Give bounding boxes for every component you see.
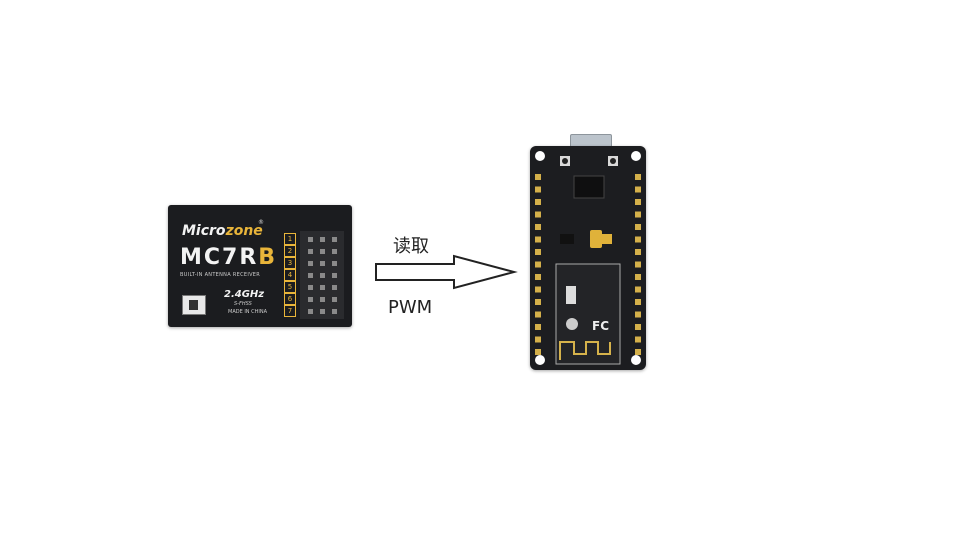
board-pin xyxy=(535,274,541,280)
header-pin xyxy=(332,237,337,242)
bind-button xyxy=(182,295,206,315)
board-pin xyxy=(635,249,641,255)
board-pin xyxy=(535,211,541,218)
registered-mark: ® xyxy=(258,219,264,226)
header-pin xyxy=(308,261,313,266)
header-pin xyxy=(320,273,325,278)
header-pin xyxy=(332,309,337,314)
board-pin xyxy=(635,286,641,293)
board-pin xyxy=(635,261,641,268)
header-pin xyxy=(332,249,337,254)
board-pin xyxy=(535,249,541,255)
board-pin xyxy=(535,286,541,293)
header-pin xyxy=(308,273,313,278)
board-pin xyxy=(635,299,641,305)
board-pin xyxy=(635,224,641,230)
board-pin xyxy=(535,261,541,268)
channel-label: 5 xyxy=(284,281,296,293)
header-pin xyxy=(320,297,325,302)
rc-receiver: Microzone ® MC7RB BUILT-IN ANTENNA RECEI… xyxy=(168,205,352,327)
header-pin xyxy=(320,237,325,242)
board-pin xyxy=(635,236,641,243)
board-pin xyxy=(535,336,541,343)
nodemcu-board: FC xyxy=(530,146,646,370)
board-pin xyxy=(635,311,641,318)
channel-label: 2 xyxy=(284,245,296,257)
board-pin xyxy=(635,174,641,180)
header-pin xyxy=(320,309,325,314)
header-pin xyxy=(332,273,337,278)
receiver-frequency: 2.4GHz xyxy=(224,289,265,300)
arrow-label-bottom: PWM xyxy=(388,297,433,318)
header-pin xyxy=(308,309,313,314)
board-pin xyxy=(635,274,641,280)
header-pin xyxy=(320,285,325,290)
board-pin xyxy=(535,199,541,205)
header-pin xyxy=(308,285,313,290)
receiver-origin: MADE IN CHINA xyxy=(228,309,268,315)
board-pin xyxy=(635,349,641,355)
header-pin xyxy=(332,297,337,302)
header-pin xyxy=(320,261,325,266)
receiver-subtitle: BUILT-IN ANTENNA RECEIVER xyxy=(180,272,261,278)
header-pin xyxy=(332,261,337,266)
board-pin xyxy=(535,224,541,230)
board-pin xyxy=(535,311,541,318)
channel-label: 3 xyxy=(284,257,296,269)
board-graphics: FC xyxy=(535,151,641,365)
header-pin xyxy=(308,297,313,302)
right-arrow-icon xyxy=(375,254,518,290)
channel-label: 7 xyxy=(284,305,296,317)
board-pin xyxy=(635,324,641,330)
header-pin xyxy=(308,249,313,254)
receiver-pin-header xyxy=(300,231,344,319)
board-pin xyxy=(535,186,541,193)
board-pin xyxy=(535,174,541,180)
header-pin xyxy=(308,237,313,242)
channel-label: 1 xyxy=(284,233,296,245)
svg-text:FC: FC xyxy=(592,319,609,333)
board-pin xyxy=(535,349,541,355)
board-pin xyxy=(535,236,541,243)
board-pin xyxy=(535,324,541,330)
receiver-brand: Microzone xyxy=(182,223,263,239)
header-pin xyxy=(332,285,337,290)
board-pin xyxy=(635,211,641,218)
board-pin xyxy=(635,336,641,343)
channel-label: 6 xyxy=(284,293,296,305)
header-pin xyxy=(320,249,325,254)
arrow-label-top: 读取 xyxy=(393,236,429,257)
board-pin xyxy=(535,299,541,305)
channel-label: 4 xyxy=(284,269,296,281)
receiver-model: MC7RB xyxy=(180,245,278,270)
board-pin xyxy=(635,199,641,205)
receiver-mode: S-FHSS xyxy=(234,301,252,307)
board-pin xyxy=(635,186,641,193)
